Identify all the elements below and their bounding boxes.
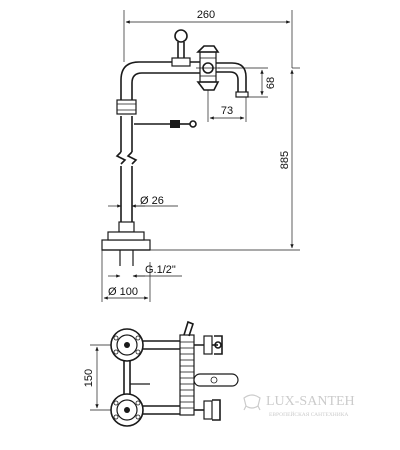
front-valve-body — [179, 320, 195, 416]
handle-knob-icon — [214, 341, 222, 349]
dimension-base-diameter-label: Ø 100 — [108, 286, 138, 298]
dimension-thread-label: G.1/2" — [145, 264, 176, 276]
front-pipes — [123, 340, 180, 415]
dimension-thread: G.1/2" — [108, 264, 182, 278]
head-pipe — [120, 29, 202, 100]
watermark-tagline: ЕВРОПЕЙСКАЯ САНТЕХНИКА — [269, 410, 348, 418]
dimension-spout-drop: 68 — [218, 67, 277, 98]
dimension-bottom-spacing-label: 150 — [83, 369, 95, 387]
dimension-width-label: 260 — [197, 9, 215, 21]
floor-base — [101, 231, 151, 266]
valve-body — [196, 45, 220, 91]
watermark-logo: LUX-SANTEH ЕВРОПЕЙСКАЯ САНТЕХНИКА — [243, 394, 355, 418]
side-view: 260 — [101, 9, 300, 302]
front-spout — [193, 373, 239, 387]
bathtub-icon — [243, 394, 261, 409]
dimension-spout-projection: 73 — [207, 90, 247, 122]
front-view: 150 — [83, 320, 239, 427]
dimension-base-diameter: Ø 100 — [101, 250, 151, 302]
upper-wall-flange — [110, 328, 144, 362]
dimension-pipe-diameter-label: Ø 26 — [140, 195, 164, 207]
spout — [216, 62, 249, 98]
upper-handle — [194, 335, 223, 355]
dimension-bottom-spacing: 150 — [83, 344, 111, 411]
lever-ring-icon — [174, 29, 188, 43]
dimension-width: 260 — [123, 9, 293, 68]
dimension-spout-drop-label: 68 — [265, 77, 277, 89]
hose-connector — [134, 120, 197, 128]
pipe-ring — [116, 99, 137, 115]
lower-handle — [194, 399, 221, 421]
break-symbol — [115, 151, 127, 165]
watermark-brand: LUX-SANTEH — [266, 394, 355, 409]
riser-pipe — [115, 99, 138, 233]
dimension-spout-projection-label: 73 — [221, 105, 233, 117]
dimension-pipe-diameter: Ø 26 — [108, 195, 178, 208]
lower-wall-flange — [110, 393, 144, 427]
dimension-overall-height: 885 — [150, 67, 300, 251]
dimension-overall-height-label: 885 — [279, 151, 291, 169]
